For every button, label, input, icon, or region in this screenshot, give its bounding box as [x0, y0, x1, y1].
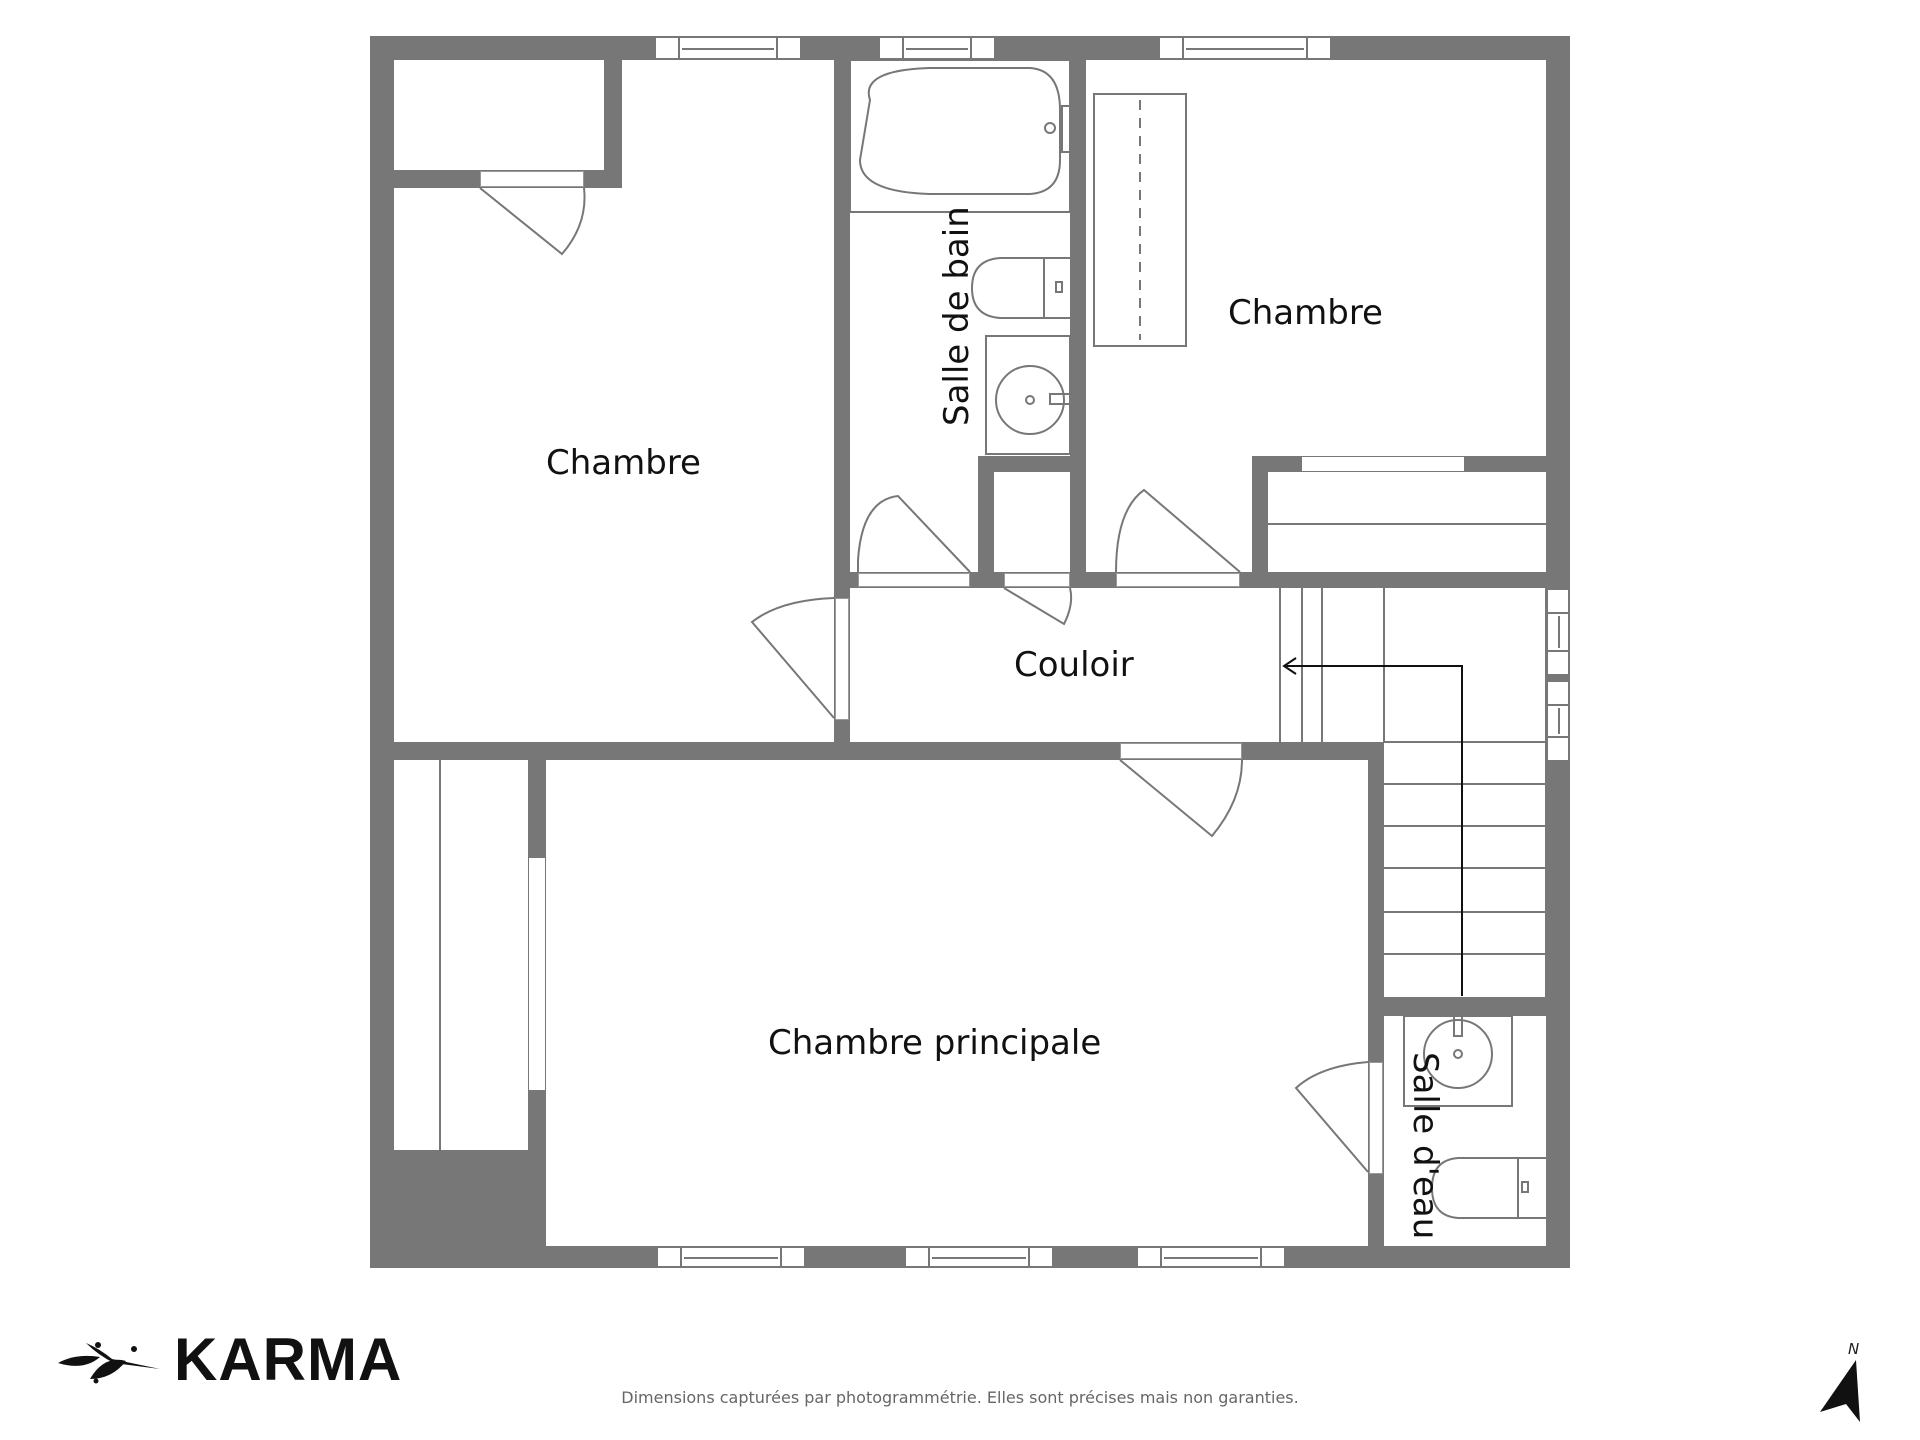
window-bottom-3 [1136, 1246, 1286, 1268]
bathroom-door-opening [858, 573, 970, 587]
room-label-salle-d-eau: Salle d'eau [1405, 1052, 1445, 1240]
east-closet-opening [1302, 457, 1464, 471]
master-door-opening [1120, 743, 1242, 759]
wardrobe-icon [1093, 93, 1187, 347]
west-bedroom-door-swing [750, 597, 835, 719]
master-closet-bottom [370, 1150, 546, 1268]
master-door-swing [1119, 759, 1243, 838]
closet-door-opening [480, 171, 584, 187]
room-label-chambre-principale: Chambre principale [768, 1023, 1102, 1063]
compass-north-label: N [1848, 1340, 1860, 1358]
window-top-1 [654, 36, 802, 60]
outer-wall-left [370, 36, 394, 1268]
ensuite-sink-icon [1423, 1019, 1493, 1089]
window-bottom-2 [904, 1246, 1054, 1268]
small-closet-door-opening [1004, 573, 1070, 587]
wall-bathroom-east [1070, 36, 1086, 586]
room-label-couloir: Couloir [1014, 645, 1134, 685]
toilet-icon [970, 257, 1070, 319]
brand-name: KARMA [174, 1326, 403, 1393]
ensuite-toilet-icon [1430, 1157, 1546, 1219]
brand-logo: KARMA [56, 1330, 402, 1390]
room-label-salle-de-bain: Salle de bain [937, 206, 977, 426]
wall-west-bedroom-east [834, 36, 850, 750]
east-bedroom-door-opening [1116, 573, 1240, 587]
leaf-branch-icon [58, 1342, 160, 1384]
master-closet-opening [529, 858, 545, 1090]
bathtub-icon [858, 67, 1061, 195]
closet-wall-right [604, 36, 622, 188]
closet-door-swing [479, 187, 586, 256]
disclaimer-text: Dimensions capturées par photogrammétrie… [621, 1388, 1299, 1407]
east-closet-left [1252, 456, 1268, 586]
room-label-chambre-est: Chambre [1228, 293, 1383, 333]
sink-icon [995, 365, 1065, 435]
room-label-chambre-ouest: Chambre [546, 443, 701, 483]
stair-wall-bottom [1368, 998, 1570, 1016]
window-bottom-1 [656, 1246, 806, 1268]
staircase-icon [1279, 588, 1547, 999]
bathroom-door-swing [857, 494, 971, 573]
west-bedroom-door-opening [835, 598, 849, 720]
window-top-3 [1158, 36, 1332, 60]
small-closet-door-swing [1003, 587, 1073, 626]
window-right-2 [1546, 680, 1570, 762]
east-bedroom-door-swing [1115, 488, 1241, 573]
small-closet-top [978, 456, 1086, 472]
ensuite-door-opening [1369, 1062, 1383, 1174]
ensuite-door-swing [1294, 1061, 1369, 1173]
stair-direction-arrow-icon [1282, 657, 1463, 996]
small-closet-left [978, 456, 994, 586]
compass-arrow-icon [1820, 1360, 1860, 1422]
